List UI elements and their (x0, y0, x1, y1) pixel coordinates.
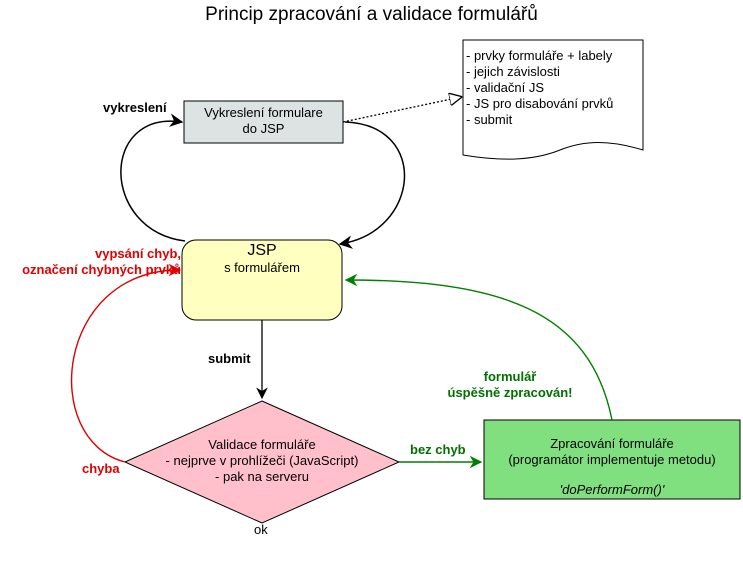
label-success-line2: úspěšně zpracován! (447, 385, 573, 400)
jsp-title: JSP (247, 242, 277, 259)
process-method: 'doPerformForm()' (559, 482, 665, 497)
label-vykresleni: vykreslení (103, 100, 167, 115)
validation-label: Validace formuláře - nejprve v prohlížeč… (162, 437, 362, 485)
note-list: - prvky formuláře + labely - jejich závi… (466, 48, 613, 128)
label-success: formulář úspěšně zpracován! (430, 369, 590, 401)
loop-arrow-right (338, 121, 406, 249)
render-box-line2: do JSP (242, 121, 285, 136)
dotted-arrow-to-note (342, 97, 461, 123)
process-box-label: Zpracování formuláře (programátor implem… (484, 436, 740, 498)
note-item: - submit (466, 112, 513, 127)
process-box (483, 419, 741, 500)
jsp-subtitle: s formulářem (224, 260, 300, 275)
label-submit: submit (208, 351, 251, 366)
render-box-line1: Vykreslení formulare (204, 105, 323, 120)
validation-line2: - nejprve v prohlížeči (JavaScript) (165, 453, 359, 468)
validation-diamond (123, 400, 401, 524)
success-arrow (344, 273, 613, 421)
label-errors-line2: označení chybných prvků (22, 262, 181, 277)
note-item: - jejich závislosti (466, 64, 560, 79)
jsp-box-label: JSP s formulářem (182, 242, 342, 276)
label-ok: ok (254, 522, 268, 537)
error-arrow (70, 263, 182, 463)
loop-arrow-left (120, 113, 186, 242)
validation-line1: Validace formuláře (208, 437, 316, 452)
label-errors: vypsání chyb, označení chybných prvků (0, 246, 181, 278)
label-bez-chyb: bez chyb (410, 442, 466, 457)
process-line1: Zpracování formuláře (550, 436, 674, 451)
note-item: - validační JS (466, 80, 545, 95)
note-document-shape (462, 39, 644, 160)
label-chyba: chyba (82, 461, 120, 476)
render-box-label: Vykreslení formulare do JSP (184, 105, 343, 137)
diagram-title: Princip zpracování a validace formulářů (205, 4, 538, 25)
label-errors-line1: vypsání chyb, (95, 246, 181, 261)
validation-line3: - pak na serveru (215, 469, 309, 484)
note-item: - prvky formuláře + labely (466, 48, 613, 63)
process-line2: (programátor implementuje metodu) (508, 452, 716, 467)
label-success-line1: formulář (483, 369, 537, 384)
note-item: - JS pro disabování prvků (466, 96, 614, 111)
